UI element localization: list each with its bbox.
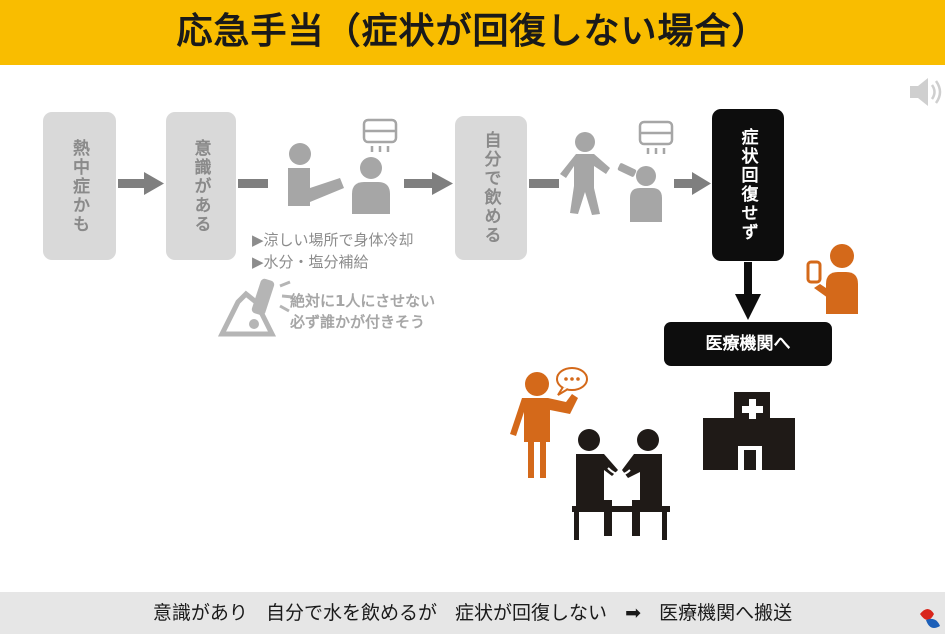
title-bar	[0, 0, 945, 65]
caller-person-icon	[806, 244, 858, 314]
footer-bar	[0, 592, 945, 634]
footer-part-4: 医療機関へ搬送	[659, 602, 793, 624]
footer-part-2: 自分で水を飲めるが	[265, 602, 437, 624]
note-cooling: ▶涼しい場所で身体冷却	[252, 231, 414, 249]
warning-text: 絶対に1人にさせない 必ず誰かが付きそう	[290, 291, 435, 333]
footer-part-3: 症状が回復しない	[455, 602, 608, 624]
footer-summary: 意識があり 自分で水を飲めるが 症状が回復しない ➡ 医療機関へ搬送	[0, 592, 945, 634]
warning-line-1: 絶対に1人にさせない	[290, 292, 436, 310]
doctor-patient-icon	[572, 429, 670, 540]
arrow-3	[404, 172, 453, 195]
heat-icon-1	[362, 118, 398, 152]
speaking-person-icon	[510, 372, 578, 478]
hospital-building-icon	[703, 392, 795, 470]
footer-arrow: ➡	[625, 602, 642, 624]
heat-icon-2	[638, 120, 674, 154]
footer-part-1: 意識があり	[152, 602, 248, 624]
drinking-person-icon	[617, 163, 662, 222]
connector-2	[238, 179, 268, 188]
step-not-recovered-box: 症状回復せず	[712, 109, 784, 261]
connector-4	[529, 179, 559, 188]
logo-icon	[920, 609, 940, 628]
note-hydration: ▶水分・塩分補給	[252, 253, 369, 271]
care-notes: ▶涼しい場所で身体冷却 ▶水分・塩分補給	[252, 229, 414, 273]
page-title: 応急手当（症状が回復しない場合）	[176, 11, 769, 52]
down-arrow	[735, 262, 761, 320]
caretaker-person-icon	[288, 143, 344, 206]
hospital-label: 医療機関へ	[664, 322, 832, 366]
arrow-1	[118, 172, 164, 195]
speaker-icon[interactable]	[904, 72, 944, 112]
speech-bubble-icon	[556, 367, 588, 396]
warning-line-2: 必ず誰かが付きそう	[290, 313, 426, 331]
patient-person-icon	[352, 157, 390, 214]
step-can-drink-box: 自分で飲める	[455, 116, 527, 260]
arrow-5	[674, 172, 711, 195]
step-conscious-box: 意識がある	[166, 112, 236, 260]
walking-person-icon	[560, 132, 610, 215]
step-heatstroke-box: 熱中症かも	[43, 112, 116, 260]
warning-icon	[217, 278, 294, 337]
